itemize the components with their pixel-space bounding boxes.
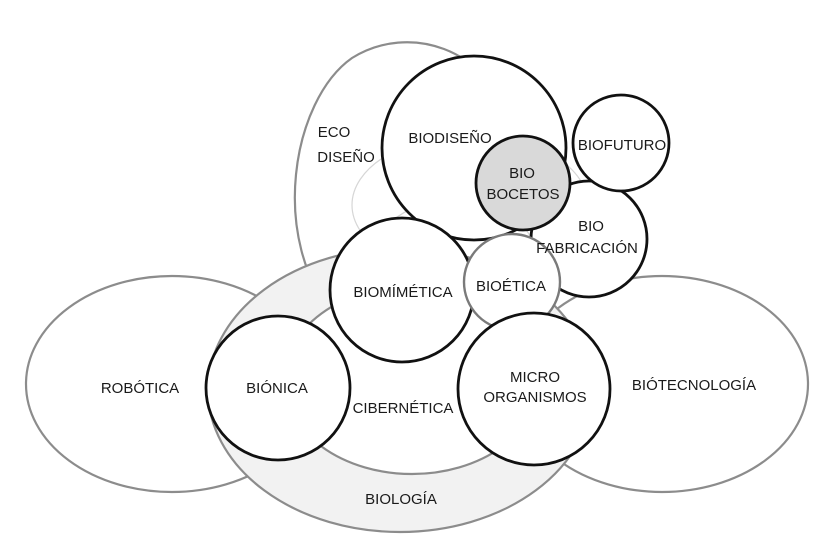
biobocetos-label-line1: BIO (509, 165, 535, 182)
ecodiseno-label-line1: ECO (318, 124, 351, 141)
biofabricacion-label-line2: FABRICACIÓN (536, 240, 638, 257)
microorganismos-circle (456, 311, 612, 467)
biofuturo-circle (571, 93, 671, 193)
bionica-label: BIÓNICA (246, 380, 308, 397)
biobocetos-label-line2: BOCETOS (486, 186, 559, 203)
biofabricacion-label-line1: BIO (578, 218, 604, 235)
robotica-label: ROBÓTICA (101, 380, 179, 397)
biologia-label: BIOLOGÍA (365, 491, 437, 508)
biotecnologia-label: BIÓTECNOLOGÍA (632, 377, 756, 394)
ecodiseno-label-line2: DISEÑO (317, 149, 375, 166)
microorganismos-label-line1: MICRO (510, 369, 560, 386)
biobocetos-circle (474, 134, 572, 232)
microorganismos-label-line2: ORGANISMOS (483, 389, 586, 406)
cibernetica-label: CIBERNÉTICA (353, 400, 454, 417)
bionica-circle (204, 314, 352, 462)
biomimetica-label: BIOMÍMÉTICA (353, 284, 452, 301)
biodiseno-label: BIODISEÑO (408, 130, 491, 147)
biofuturo-label: BIOFUTURO (578, 137, 666, 154)
bioetica-label: BIOÉTICA (476, 278, 546, 295)
